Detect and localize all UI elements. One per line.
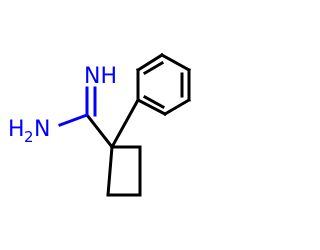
structure-diagram: NH H 2 N bbox=[8, 52, 192, 197]
amine-bond bbox=[58, 113, 89, 127]
ring-bond-4 bbox=[162, 97, 192, 117]
phenyl-ring bbox=[135, 52, 192, 117]
cyclobutane-bond-4 bbox=[106, 145, 114, 197]
quaternary-to-amidine-bond bbox=[84, 112, 115, 150]
imine-nh-label: NH bbox=[84, 64, 117, 89]
ring-bond-1 bbox=[135, 52, 165, 73]
ring-to-quaternary-bond bbox=[109, 97, 141, 150]
ring-bond-2 bbox=[159, 52, 192, 73]
amine-nh2-label: H 2 N bbox=[8, 117, 50, 146]
ring-double-bond-3 bbox=[142, 94, 166, 110]
amine-subscript-label: 2 bbox=[24, 128, 34, 146]
ring-bond-5 bbox=[135, 97, 168, 117]
amine-n-label: N bbox=[34, 117, 50, 142]
ring-double-bond-1 bbox=[142, 60, 165, 76]
amine-h-label: H bbox=[8, 117, 25, 142]
cyclobutane-ring bbox=[106, 145, 142, 197]
